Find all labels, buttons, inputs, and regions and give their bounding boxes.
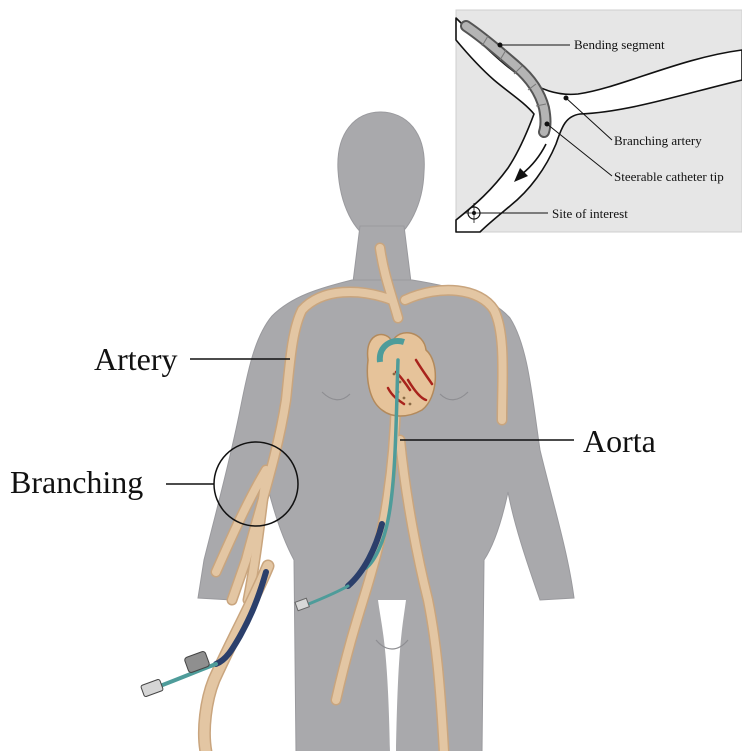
bending-segment-label: Bending segment [574, 37, 665, 52]
branching-artery-label: Branching artery [614, 133, 702, 148]
heart [367, 333, 435, 416]
site-of-interest-label: Site of interest [552, 206, 628, 221]
inset-detail: Bending segment Branching artery Steerab… [456, 10, 742, 232]
branching-label: Branching [10, 464, 143, 500]
steerable-catheter-tip-label: Steerable catheter tip [614, 169, 724, 184]
artery-label: Artery [94, 341, 178, 377]
aorta-label: Aorta [583, 423, 656, 459]
